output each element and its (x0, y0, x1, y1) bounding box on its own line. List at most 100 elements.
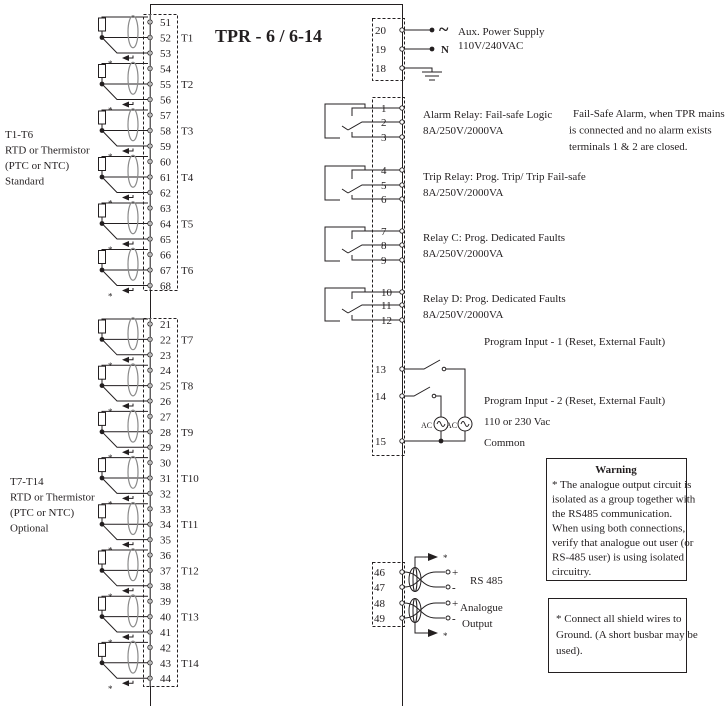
shield-ellipse (127, 501, 139, 536)
twisted-pair-wire (403, 571, 445, 588)
terminal-number: 48 (374, 598, 386, 610)
relay-common-lever (347, 304, 400, 314)
terminal-number: 27 (160, 411, 172, 423)
terminal-number: 64 (160, 219, 172, 231)
power-line-dot (429, 27, 435, 33)
relay-rating: 8A/250V/2000VA (423, 187, 504, 199)
sensor-wire-2 (101, 77, 148, 85)
rtd-resistor-icon (98, 203, 106, 218)
sensor-label: T12 (181, 565, 199, 577)
relay-common-lever (347, 184, 400, 194)
shield-ground-arrow-icon (122, 680, 129, 687)
rtd-resistor-icon (98, 504, 106, 519)
shield-asterisk: * (108, 292, 113, 302)
shield-drain-analogue (414, 622, 430, 634)
sensor-label: T1 (181, 33, 193, 45)
terminal-pin (399, 167, 405, 173)
shield-ellipse (127, 640, 139, 674)
relay-rating: 8A/250V/2000VA (423, 125, 504, 137)
shield-ground-arrow-icon (122, 241, 129, 247)
terminal-number: 44 (160, 673, 172, 685)
analogue-label: Output (462, 618, 493, 630)
shield-ground-arrow-icon (122, 101, 129, 108)
sensor-wire-2 (101, 31, 148, 38)
optional-note-line: T7-T14 (10, 476, 44, 488)
input1-wire (404, 368, 466, 442)
terminal-number: 25 (160, 381, 172, 393)
shield-drain-wire (128, 55, 134, 59)
sensor-wire-3 (101, 431, 148, 448)
relay-contact-nc (351, 255, 400, 261)
terminal-block-comms (372, 562, 405, 627)
sensor-wire-3 (101, 662, 148, 679)
terminal-number: 60 (160, 157, 172, 169)
shield-ground-arrow-icon (122, 148, 129, 154)
power-supply-label: Aux. Power Supply (458, 26, 545, 38)
terminal-number: 40 (160, 612, 172, 624)
relay-common-lever (347, 121, 400, 131)
shield-ground-arrow-icon (122, 587, 129, 594)
sensor-wire-2 (101, 564, 148, 571)
sensor-wire-2 (101, 379, 148, 387)
comm-terminal (445, 600, 451, 606)
terminal-pin (399, 196, 405, 202)
shield-ground-arrow-icon (122, 403, 129, 409)
device-body (150, 4, 403, 706)
terminal-number: 13 (375, 364, 387, 376)
terminal-number: 22 (160, 334, 171, 346)
ground-arrow-icon (428, 629, 438, 637)
shield-drain-wire (128, 195, 134, 198)
shield-note-line: used). (556, 645, 583, 657)
warning-box (546, 458, 687, 581)
terminal-number: 61 (160, 172, 171, 184)
failsafe-note-line: terminals 1 & 2 are closed. (569, 141, 688, 153)
terminal-number: 6 (381, 194, 387, 206)
shield-ellipse (127, 317, 139, 351)
relay-name: Alarm Relay: Fail-safe Logic (423, 109, 552, 121)
rtd-resistor-icon (98, 411, 106, 426)
terminal-number: 10 (381, 287, 393, 299)
terminal-number: 21 (160, 319, 171, 331)
terminal-number: 56 (160, 95, 172, 107)
terminal-number: 12 (381, 315, 392, 327)
terminal-number: 30 (160, 458, 172, 470)
sensor-wire-2 (101, 124, 148, 131)
warning-line: isolated as a group together with (552, 494, 696, 506)
terminal-pin (399, 615, 405, 621)
terminal-block-optional (143, 318, 178, 687)
sensor-wire-2 (101, 517, 148, 525)
terminal-pin (399, 317, 405, 323)
sensor-label: T3 (181, 126, 194, 138)
failsafe-note-line: Fail-Safe Alarm, when TPR mains (573, 108, 725, 120)
shield-drain-wire (128, 680, 134, 684)
common-junction-dot (438, 438, 444, 444)
cable-shield-ellipse (412, 567, 418, 592)
rtd-resistor-icon (98, 17, 106, 32)
common-label: Common (484, 437, 525, 449)
sensor-wire-3 (101, 616, 148, 633)
sensor-label: T14 (181, 658, 199, 670)
terminal-pin (399, 105, 405, 111)
standard-note-line: RTD or Thermistor (5, 145, 90, 157)
sensor-label: T10 (181, 473, 199, 485)
relay-contact-no (351, 169, 400, 179)
sensor-label: T13 (181, 612, 199, 624)
terminal-pin (399, 228, 405, 234)
relay-contact-nc (351, 132, 400, 138)
rtd-resistor-icon (98, 157, 106, 171)
terminal-number: 23 (160, 350, 172, 362)
shield-ellipse (127, 409, 139, 443)
warning-title: Warning (595, 464, 637, 476)
warning-line: RS-485 user) is using isolated (552, 552, 684, 564)
shield-asterisk: * (108, 361, 113, 371)
rtd-resistor-icon (98, 250, 106, 264)
optional-note-line: RTD or Thermistor (10, 492, 95, 504)
terminal-number: 49 (374, 613, 386, 625)
terminal-number: 43 (160, 658, 172, 670)
relay-contact-no (351, 291, 400, 299)
rtd-resistor-icon (98, 550, 106, 565)
terminal-number: 35 (160, 535, 172, 547)
shield-drain-wire (128, 588, 134, 592)
relay-name: Relay C: Prog. Dedicated Faults (423, 232, 565, 244)
relay-name: Relay D: Prog. Dedicated Faults (423, 293, 566, 305)
